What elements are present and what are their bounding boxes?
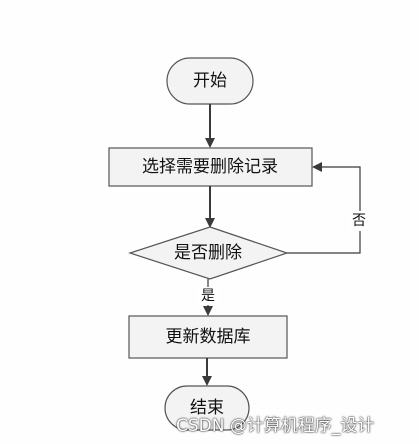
no-branch-label: 否: [352, 213, 366, 229]
start-node: 开始: [166, 57, 254, 105]
select-record-node-shape: [108, 147, 313, 187]
end-node-shape: [164, 385, 250, 431]
no-label-bg: [349, 211, 369, 231]
update-database-node: 更新数据库: [128, 315, 288, 359]
csdn-watermark: CSDN @计算机程序_设计: [176, 416, 375, 436]
yes-label-bg: [198, 287, 218, 305]
start-node-label: 开始: [193, 71, 227, 91]
delete-decision-node: 是否删除: [128, 226, 289, 280]
select-record-node-label: 选择需要删除记录: [142, 157, 278, 177]
delete-decision-node-label: 是否删除: [174, 243, 242, 263]
delete-decision-node-shape: [128, 226, 289, 280]
yes-branch-label: 是: [201, 288, 215, 304]
end-node-label: 结束: [190, 398, 224, 418]
update-database-node-shape: [128, 315, 288, 359]
update-database-node-label: 更新数据库: [166, 327, 251, 347]
select-record-node: 选择需要删除记录: [108, 147, 313, 187]
arrow-decision-no-loop: [287, 162, 361, 254]
end-node: 结束: [164, 385, 250, 431]
